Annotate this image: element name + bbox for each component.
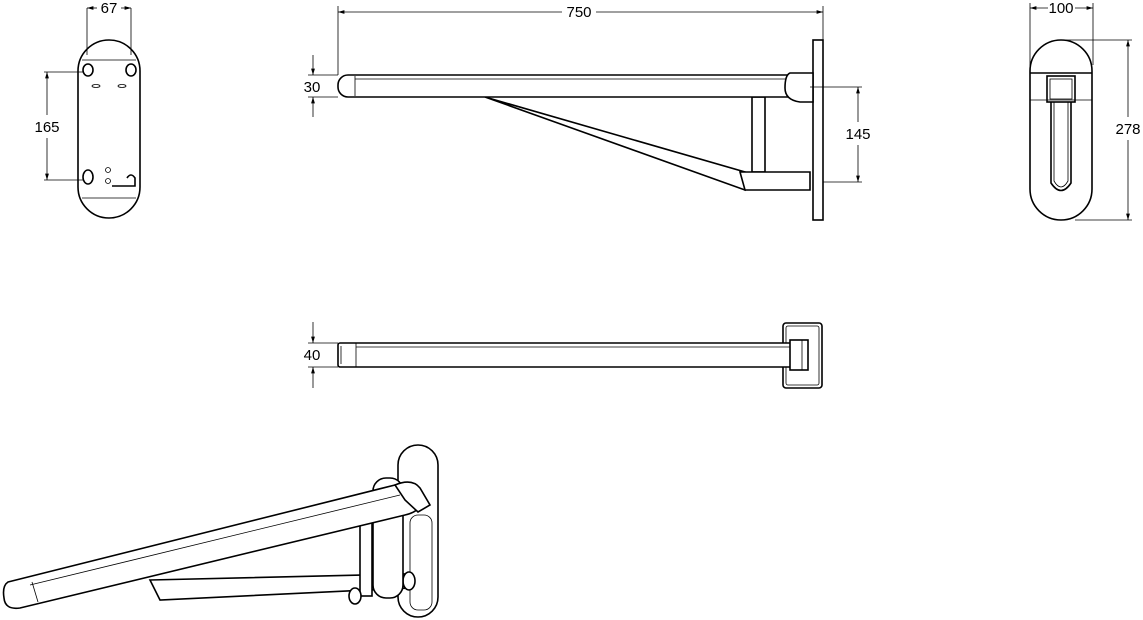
dimension-145: 145 <box>845 126 870 143</box>
dimension-100: 100 <box>1048 0 1073 17</box>
dimension-750: 750 <box>566 4 591 21</box>
grab-bar-side-view: 750 30 145 <box>304 4 871 221</box>
grab-bar-front-view: 100 278 <box>1029 0 1141 221</box>
dimension-165: 165 <box>34 119 59 136</box>
dimension-40: 40 <box>304 347 321 364</box>
grab-bar-perspective-view <box>2 444 439 618</box>
wall-plate-rear-view: 67 165 <box>34 0 141 219</box>
dimension-67: 67 <box>101 0 118 17</box>
grab-bar-top-view: 40 <box>304 322 823 389</box>
dimension-278: 278 <box>1115 121 1140 138</box>
dimension-30: 30 <box>304 79 321 96</box>
